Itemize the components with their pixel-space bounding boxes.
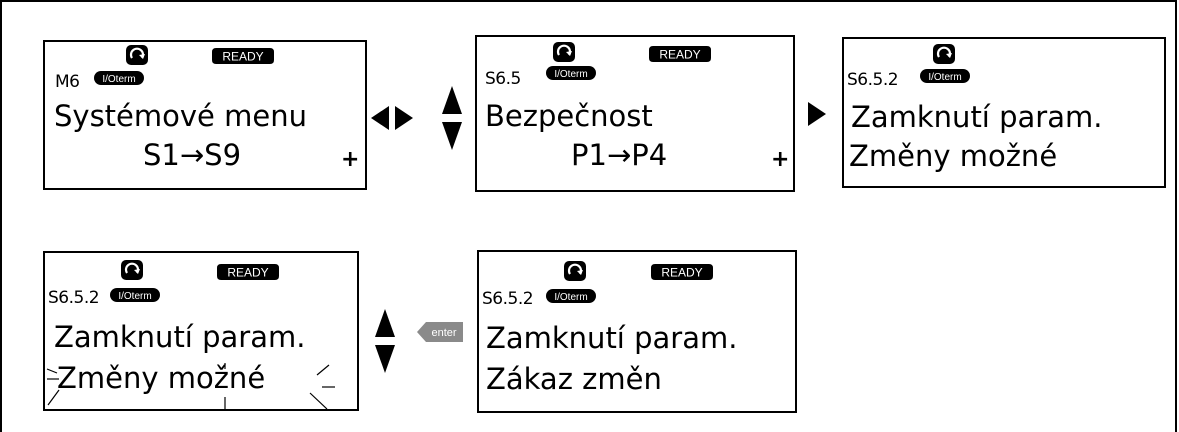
menu-code: S6.5.2 <box>48 288 100 308</box>
ioterm-label: I/Oterm <box>118 291 151 302</box>
keypad-display-s6-5-2-locked: READY I/Oterm S6.5.2 Zamknutí param. Zák… <box>477 250 797 413</box>
ioterm-badge: I/Oterm <box>546 66 596 80</box>
ioterm-label: I/Oterm <box>102 74 135 85</box>
parameter-name: Zamknutí param. <box>54 320 306 354</box>
run-direction-icon <box>126 45 148 65</box>
ioterm-badge: I/Oterm <box>110 288 160 302</box>
keypad-display-s6-5: READY I/Oterm S6.5 Bezpečnost P1→P4 + <box>475 35 795 192</box>
menu-line-1: Bezpečnost <box>485 99 653 133</box>
keypad-display-s6-5-2-status: I/Oterm S6.5.2 Zamknutí param. Změny mož… <box>842 37 1166 188</box>
ready-label: READY <box>227 266 268 280</box>
up-arrow-icon <box>442 86 462 114</box>
menu-code: M6 <box>55 72 80 92</box>
menu-line-2: P1→P4 <box>571 138 668 172</box>
parameter-name: Zamknutí param. <box>851 100 1103 134</box>
menu-code: S6.5.2 <box>482 289 534 309</box>
left-arrow-icon <box>371 106 389 130</box>
ready-label: READY <box>659 48 700 62</box>
menu-line-2: S1→S9 <box>143 138 242 172</box>
ready-badge: READY <box>651 264 713 280</box>
menu-code: S6.5.2 <box>847 70 899 90</box>
run-direction-icon <box>121 260 143 280</box>
plus-icon: + <box>341 147 360 172</box>
right-arrow-icon <box>808 102 826 126</box>
down-arrow-icon <box>375 345 395 373</box>
ready-badge: READY <box>212 48 274 64</box>
right-arrow-icon <box>395 106 413 130</box>
ioterm-label: I/Oterm <box>928 72 961 83</box>
run-direction-icon <box>553 42 575 62</box>
menu-code: S6.5 <box>485 69 521 89</box>
up-down-arrows-icon <box>442 86 462 150</box>
ioterm-label: I/Oterm <box>554 292 587 303</box>
plus-icon: + <box>771 147 790 172</box>
ready-label: READY <box>661 266 702 280</box>
parameter-value-blinking: Změny možné <box>57 361 266 395</box>
parameter-value: Zákaz změn <box>486 362 662 396</box>
keypad-display-s6-5-2-edit: READY I/Oterm S6.5.2 Zamknutí param. Změ… <box>43 251 359 411</box>
parameter-value: Změny možné <box>849 139 1058 173</box>
enter-label: enter <box>431 327 456 339</box>
down-arrow-icon <box>442 122 462 150</box>
ready-label: READY <box>222 50 263 64</box>
left-right-arrows-icon <box>371 106 413 130</box>
ready-badge: READY <box>649 46 711 62</box>
ioterm-badge: I/Oterm <box>94 71 144 85</box>
ready-badge: READY <box>217 264 279 280</box>
menu-line-1: Systémové menu <box>54 99 307 133</box>
run-direction-icon <box>564 261 586 281</box>
parameter-name: Zamknutí param. <box>486 321 738 355</box>
ioterm-badge: I/Oterm <box>546 289 596 303</box>
run-direction-icon <box>933 44 955 64</box>
up-down-arrows-icon <box>375 309 395 373</box>
ioterm-label: I/Oterm <box>554 69 587 80</box>
blink-marks-icon <box>46 363 335 409</box>
enter-key-icon: enter <box>417 322 463 342</box>
up-arrow-icon <box>375 309 395 337</box>
keypad-display-m6: READY I/Oterm M6 Systémové menu S1→S9 + <box>43 40 367 190</box>
ioterm-badge: I/Oterm <box>920 69 970 83</box>
